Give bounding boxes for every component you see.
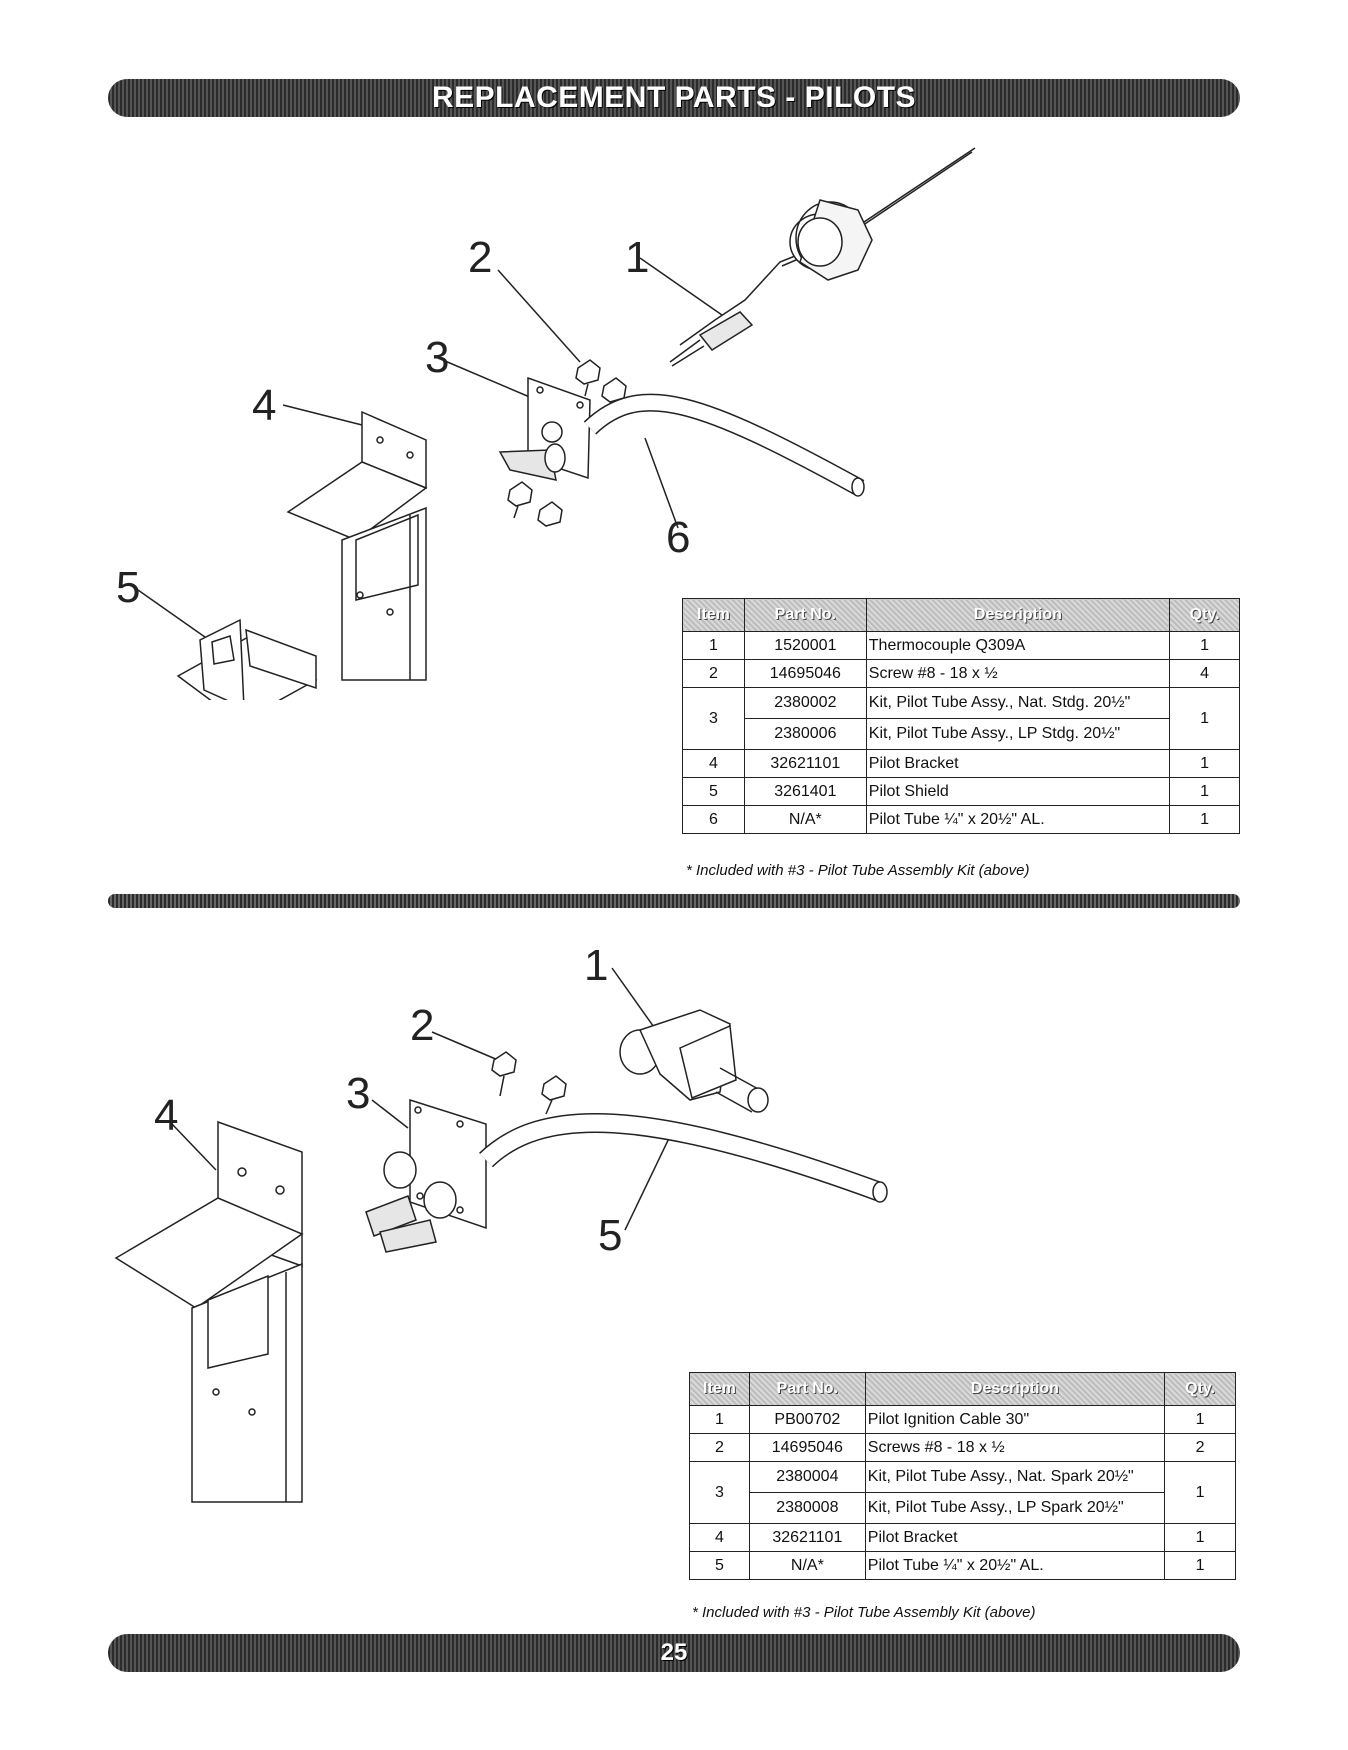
table-row: 4 32621101 Pilot Bracket 1 [689, 1523, 1236, 1552]
table-row: 2 14695046 Screws #8 - 18 x ½ 2 [689, 1433, 1236, 1462]
table-row: 6 N/A* Pilot Tube ¼" x 20½" AL. 1 [682, 805, 1240, 834]
header-item: Item [682, 598, 745, 632]
section-divider [108, 894, 1240, 908]
cell-description: Pilot Ignition Cable 30" [864, 1405, 1166, 1434]
cell-item: 3 [689, 1461, 750, 1524]
header-banner: REPLACEMENT PARTS - PILOTS [108, 79, 1240, 117]
cell-qty: 1 [1164, 1461, 1236, 1524]
callout-2: 2 [410, 1001, 434, 1050]
cell-item: 1 [682, 631, 745, 660]
callout-4: 4 [252, 381, 276, 430]
cell-item: 3 [682, 687, 745, 750]
header-part-no: Part No. [748, 1372, 866, 1406]
cell-item: 6 [682, 805, 745, 834]
cell-description: Pilot Shield [865, 777, 1171, 806]
cell-part-no: 3261401 [743, 777, 867, 806]
cell-qty: 1 [1169, 631, 1240, 660]
cell-description: Pilot Bracket [865, 749, 1171, 778]
pilot-diagram-spark: 1 2 3 4 5 [114, 950, 888, 1503]
table-header-row: Item Part No. Description Qty. [682, 598, 1240, 632]
cell-item: 5 [682, 777, 745, 806]
parts-table-spark: Item Part No. Description Qty. 1 PB00702… [689, 1372, 1236, 1580]
table-row: 1 1520001 Thermocouple Q309A 1 [682, 631, 1240, 660]
cell-description: Thermocouple Q309A [865, 631, 1171, 660]
footer-banner: 25 [108, 1634, 1240, 1672]
cell-item: 2 [689, 1433, 750, 1462]
cell-part-no: 2380004 [748, 1461, 866, 1493]
callout-1: 1 [584, 950, 608, 990]
callout-6: 6 [666, 513, 690, 562]
cell-description: Pilot Tube ¼" x 20½" AL. [865, 805, 1171, 834]
cell-description: Pilot Bracket [864, 1523, 1166, 1552]
cell-description: Screw #8 - 18 x ½ [865, 659, 1171, 688]
cell-item: 4 [689, 1523, 750, 1552]
callout-5: 5 [598, 1211, 622, 1260]
page-title: REPLACEMENT PARTS - PILOTS [431, 81, 917, 114]
callout-1: 1 [625, 233, 649, 282]
cell-part-no: 2380008 [748, 1492, 866, 1524]
cell-part-no: PB00702 [748, 1405, 866, 1434]
cell-qty: 2 [1164, 1433, 1236, 1462]
cell-part-no: N/A* [748, 1551, 866, 1580]
table-row: 5 3261401 Pilot Shield 1 [682, 777, 1240, 806]
footnote-standing: * Included with #3 - Pilot Tube Assembly… [686, 862, 1030, 879]
table-row: 1 PB00702 Pilot Ignition Cable 30" 1 [689, 1405, 1236, 1434]
cell-qty: 1 [1164, 1405, 1236, 1434]
cell-part-no: N/A* [743, 805, 867, 834]
cell-qty: 1 [1169, 749, 1240, 778]
pilot-diagram-standing: 1 2 3 4 5 6 [116, 147, 976, 700]
callout-3: 3 [425, 333, 449, 382]
footnote-spark: * Included with #3 - Pilot Tube Assembly… [692, 1604, 1036, 1621]
cell-qty: 1 [1169, 777, 1240, 806]
cell-item: 4 [682, 749, 745, 778]
cell-part-no: 1520001 [743, 631, 867, 660]
cell-description: Kit, Pilot Tube Assy., LP Stdg. 20½" [865, 718, 1171, 750]
cell-item: 5 [689, 1551, 750, 1580]
cell-qty: 4 [1169, 659, 1240, 688]
table-row: 5 N/A* Pilot Tube ¼" x 20½" AL. 1 [689, 1551, 1236, 1580]
page-number: 25 [660, 1639, 688, 1666]
cell-description: Pilot Tube ¼" x 20½" AL. [864, 1551, 1166, 1580]
table-row: 4 32621101 Pilot Bracket 1 [682, 749, 1240, 778]
table-row: 3 2380004 Kit, Pilot Tube Assy., Nat. Sp… [689, 1461, 1236, 1524]
cell-description: Kit, Pilot Tube Assy., LP Spark 20½" [864, 1492, 1166, 1524]
table-row: 2380008 Kit, Pilot Tube Assy., LP Spark … [690, 1492, 1236, 1524]
cell-qty: 1 [1169, 805, 1240, 834]
header-qty: Qty. [1169, 598, 1240, 632]
callout-5: 5 [116, 563, 140, 612]
cell-part-no: 14695046 [743, 659, 867, 688]
cell-qty: 1 [1164, 1551, 1236, 1580]
cell-part-no: 2380002 [743, 687, 867, 719]
header-description: Description [865, 598, 1171, 632]
parts-table-standing: Item Part No. Description Qty. 1 1520001… [682, 598, 1240, 834]
table-row: 3 2380002 Kit, Pilot Tube Assy., Nat. St… [682, 687, 1240, 750]
cell-description: Screws #8 - 18 x ½ [864, 1433, 1166, 1462]
cell-part-no: 32621101 [748, 1523, 866, 1552]
cell-qty: 1 [1164, 1523, 1236, 1552]
table-row: 2380006 Kit, Pilot Tube Assy., LP Stdg. … [683, 718, 1240, 750]
header-qty: Qty. [1164, 1372, 1236, 1406]
cell-part-no: 32621101 [743, 749, 867, 778]
cell-item: 1 [689, 1405, 750, 1434]
cell-description: Kit, Pilot Tube Assy., Nat. Spark 20½" [864, 1461, 1166, 1493]
header-part-no: Part No. [743, 598, 867, 632]
callout-3: 3 [346, 1069, 370, 1118]
cell-item: 2 [682, 659, 745, 688]
cell-part-no: 2380006 [743, 718, 867, 750]
cell-description: Kit, Pilot Tube Assy., Nat. Stdg. 20½" [865, 687, 1171, 719]
table-row: 2 14695046 Screw #8 - 18 x ½ 4 [682, 659, 1240, 688]
cell-part-no: 14695046 [748, 1433, 866, 1462]
callout-4: 4 [154, 1091, 178, 1140]
table-header-row: Item Part No. Description Qty. [689, 1372, 1236, 1406]
cell-qty: 1 [1169, 687, 1240, 750]
header-description: Description [864, 1372, 1166, 1406]
header-item: Item [689, 1372, 750, 1406]
callout-2: 2 [468, 233, 492, 282]
